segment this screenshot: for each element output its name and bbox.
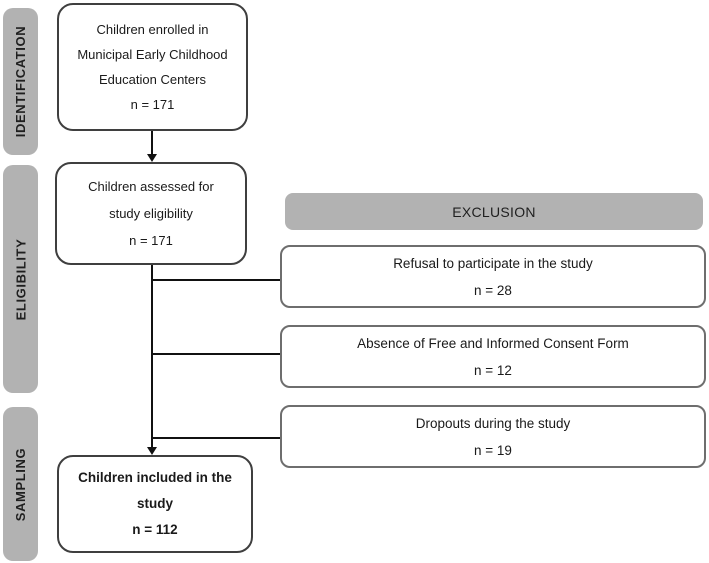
box-children-assessed: Children assessed for study eligibility …: [55, 162, 247, 265]
box-exclusion-dropouts: Dropouts during the study n = 19: [280, 405, 706, 468]
box-line: Absence of Free and Informed Consent For…: [357, 335, 629, 351]
connector-branch-refusal: [151, 279, 280, 281]
box-count: n = 19: [474, 442, 512, 458]
stage-bar-sampling: SAMPLING: [3, 407, 38, 561]
box-count: n = 171: [130, 97, 175, 112]
box-line: Children enrolled in: [96, 22, 209, 37]
box-line: Children included in the: [78, 470, 232, 485]
box-line: Municipal Early Childhood: [77, 47, 228, 62]
box-line: study eligibility: [109, 206, 193, 221]
box-children-enrolled: Children enrolled in Municipal Early Chi…: [57, 3, 248, 131]
box-count: n = 12: [474, 362, 512, 378]
stage-label-identification: IDENTIFICATION: [13, 25, 28, 138]
arrowhead-into-included: [147, 447, 157, 455]
connector-branch-dropouts: [151, 437, 280, 439]
exclusion-header-label: EXCLUSION: [452, 203, 536, 220]
box-count: n = 112: [132, 522, 178, 537]
connector-branch-consent: [151, 353, 280, 355]
exclusion-header: EXCLUSION: [285, 193, 703, 230]
box-exclusion-refusal: Refusal to participate in the study n = …: [280, 245, 706, 308]
stage-label-eligibility: ELIGIBILITY: [13, 238, 28, 320]
stage-bar-identification: IDENTIFICATION: [3, 8, 38, 155]
connector-assessed-to-included: [151, 265, 153, 447]
box-count: n = 171: [129, 233, 173, 248]
box-line: study: [136, 496, 173, 511]
stage-bar-eligibility: ELIGIBILITY: [3, 165, 38, 393]
box-count: n = 28: [474, 282, 512, 298]
arrowhead-into-assessed: [147, 154, 157, 162]
connector-enrolled-to-assessed: [151, 131, 153, 156]
box-line: Dropouts during the study: [415, 415, 571, 431]
box-line: Education Centers: [99, 72, 206, 87]
box-line: Children assessed for: [88, 179, 214, 194]
box-children-included: Children included in the study n = 112: [57, 455, 253, 553]
box-line: Refusal to participate in the study: [393, 255, 593, 271]
stage-label-sampling: SAMPLING: [13, 447, 29, 521]
box-exclusion-consent: Absence of Free and Informed Consent For…: [280, 325, 706, 388]
